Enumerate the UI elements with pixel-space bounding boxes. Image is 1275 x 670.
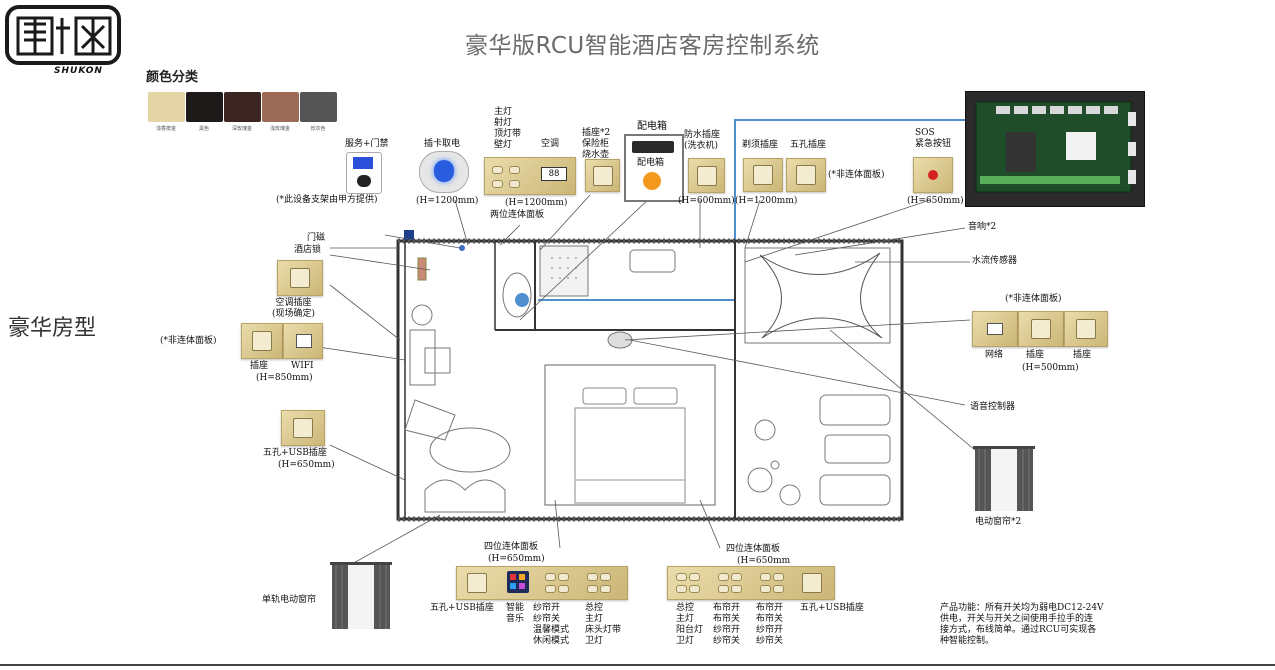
- waterproof-socket: [688, 158, 725, 193]
- shower-area: [539, 245, 589, 297]
- service-door-label: 服务+门禁: [345, 139, 389, 149]
- bottom-left-col-2: 智能 音乐: [506, 603, 525, 624]
- brand-logo: SHUKON: [4, 4, 124, 76]
- wifi-socket: [283, 323, 323, 359]
- bottom-right-col-2: 布帘开 布帘关 纱帘开 纱帘关: [713, 603, 741, 646]
- card-power-switch: [419, 151, 469, 193]
- bottom-right-panel: [667, 566, 835, 600]
- sos-button: [913, 157, 953, 193]
- bottom-left-col-4: 总控 主灯 床头灯带 卫灯: [585, 603, 622, 646]
- dist-box: 配电箱: [624, 134, 684, 202]
- page-title: 豪华版RCU智能酒店客房控制系统: [465, 33, 820, 59]
- usb-left-height: (H=650mm): [278, 460, 335, 470]
- shaver-socket: [743, 158, 783, 192]
- ac-display: 88: [541, 167, 567, 181]
- brand-name: SHUKON: [54, 66, 103, 76]
- five-hole-socket: [786, 158, 826, 192]
- ac-label: 空调: [541, 139, 560, 149]
- switch-group-height: (H=1200mm): [505, 198, 568, 208]
- color-swatch-label: 浅玫瑰金: [269, 126, 290, 132]
- waterproof-height: (H=600mm): [678, 196, 735, 206]
- color-swatch-label: 黑色: [198, 126, 209, 132]
- curtain-left-label: 单轨电动窗帘: [262, 595, 317, 605]
- right-panel-height: (H=500mm): [1022, 363, 1079, 373]
- wifi-group-height: (H=850mm): [256, 373, 313, 383]
- voice-controller-label: 语音控制器: [970, 402, 1016, 412]
- wifi-group-note: (*非连体面板): [160, 336, 217, 346]
- shaver-label: 剃须插座: [742, 140, 779, 150]
- network-label: 网络: [985, 350, 1004, 360]
- shaver-note: (*非连体面板): [828, 170, 885, 180]
- bottom-right-col-4: 五孔+USB插座: [800, 603, 864, 613]
- two-gang-panel: 88: [484, 157, 576, 195]
- waterproof-labels: 防水插座(洗衣机): [684, 130, 721, 151]
- basin: [629, 249, 676, 273]
- network-panel: [972, 311, 1018, 347]
- two-gang-caption: 两位连体面板: [490, 210, 545, 220]
- dist-box-label: 配电箱: [637, 121, 667, 132]
- product-description: 产品功能：所有开关均为弱电DC12-24V 供电，开关与开关之间使用手拉手的连 …: [940, 603, 1104, 646]
- bottom-right-title: 四位连体面板: [726, 544, 781, 554]
- right-panel-note: (*非连体面板): [1005, 294, 1062, 304]
- bottom-left-col-3: 纱帘开 纱帘关 温馨模式 休闲模式: [533, 603, 570, 646]
- service-door-note: (*此设备支架由甲方提供): [276, 195, 378, 205]
- curtain-left-image: [330, 562, 392, 630]
- color-swatch: [262, 92, 299, 122]
- room-type-label: 豪华房型: [8, 316, 97, 341]
- color-swatch-label: 深玫瑰金: [231, 126, 252, 132]
- speaker-label: 音响*2: [968, 222, 997, 232]
- card-power-label: 插卡取电: [424, 139, 461, 149]
- service-door-panel: [346, 152, 382, 194]
- rcu-device-marker: [515, 293, 529, 307]
- bottom-left-panel: [456, 566, 628, 600]
- bottom-right-col-1: 总控 主灯 阳台灯 卫灯: [676, 603, 704, 646]
- curtain-right-label: 电动窗帘*2: [975, 517, 1022, 527]
- shaver-height: (H=1200mm): [735, 196, 798, 206]
- door-magnet-label: 门磁: [307, 233, 326, 243]
- color-heading: 颜色分类: [146, 70, 199, 85]
- color-swatch: [148, 92, 185, 122]
- left-socket: [241, 323, 283, 359]
- bottom-right-height: (H=650mm: [737, 556, 791, 566]
- circuit-board-icon: [975, 101, 1136, 193]
- bottom-left-col-1: 五孔+USB插座: [430, 603, 494, 613]
- right-socket-1-label: 插座: [1026, 350, 1045, 360]
- right-socket-1: [1018, 311, 1064, 347]
- right-socket-2: [1064, 311, 1108, 347]
- card-power-height: (H=1200mm): [416, 196, 479, 206]
- ac-socket-labels: 空调插座(现场确定): [272, 298, 316, 319]
- hotel-lock-label: 酒店锁: [294, 245, 322, 255]
- wifi-label: WIFI: [291, 361, 314, 371]
- bottom-right-col-3: 布帘开 布帘关 纱帘开 纱帘关: [756, 603, 784, 646]
- color-swatch-label: 浅香槟金: [155, 126, 176, 132]
- color-swatch: [300, 92, 337, 122]
- left-socket-label: 插座: [250, 361, 269, 371]
- control-box-highlight: [538, 119, 965, 301]
- bottom-rule: [0, 664, 1275, 666]
- usb-left-label: 五孔+USB插座: [263, 448, 327, 458]
- ac-socket: [277, 260, 323, 296]
- socket-safe-panel: [585, 159, 620, 192]
- sos-height: (H=650mm): [907, 196, 964, 206]
- logo-seal-icon: [5, 5, 121, 65]
- bottom-left-title: 四位连体面板: [484, 542, 539, 552]
- bed: [544, 364, 716, 506]
- five-hole-label: 五孔插座: [790, 140, 827, 150]
- leader-lines: [304, 194, 976, 566]
- color-swatch: [186, 92, 223, 122]
- right-socket-2-label: 插座: [1073, 350, 1092, 360]
- rcu-board-image: [965, 91, 1145, 207]
- bottom-left-height: (H=650mm): [488, 554, 545, 564]
- color-swatch: [224, 92, 261, 122]
- color-swatch-label: 烁灰色: [310, 126, 326, 132]
- usb-socket-left: [281, 410, 325, 446]
- curtain-right-image: [973, 446, 1035, 512]
- water-sensor-label: 水流传感器: [972, 256, 1018, 266]
- switch-group-labels: 主灯射灯顶灯带壁灯: [494, 107, 522, 150]
- outer-wall: [396, 239, 904, 521]
- toilet: [502, 272, 532, 318]
